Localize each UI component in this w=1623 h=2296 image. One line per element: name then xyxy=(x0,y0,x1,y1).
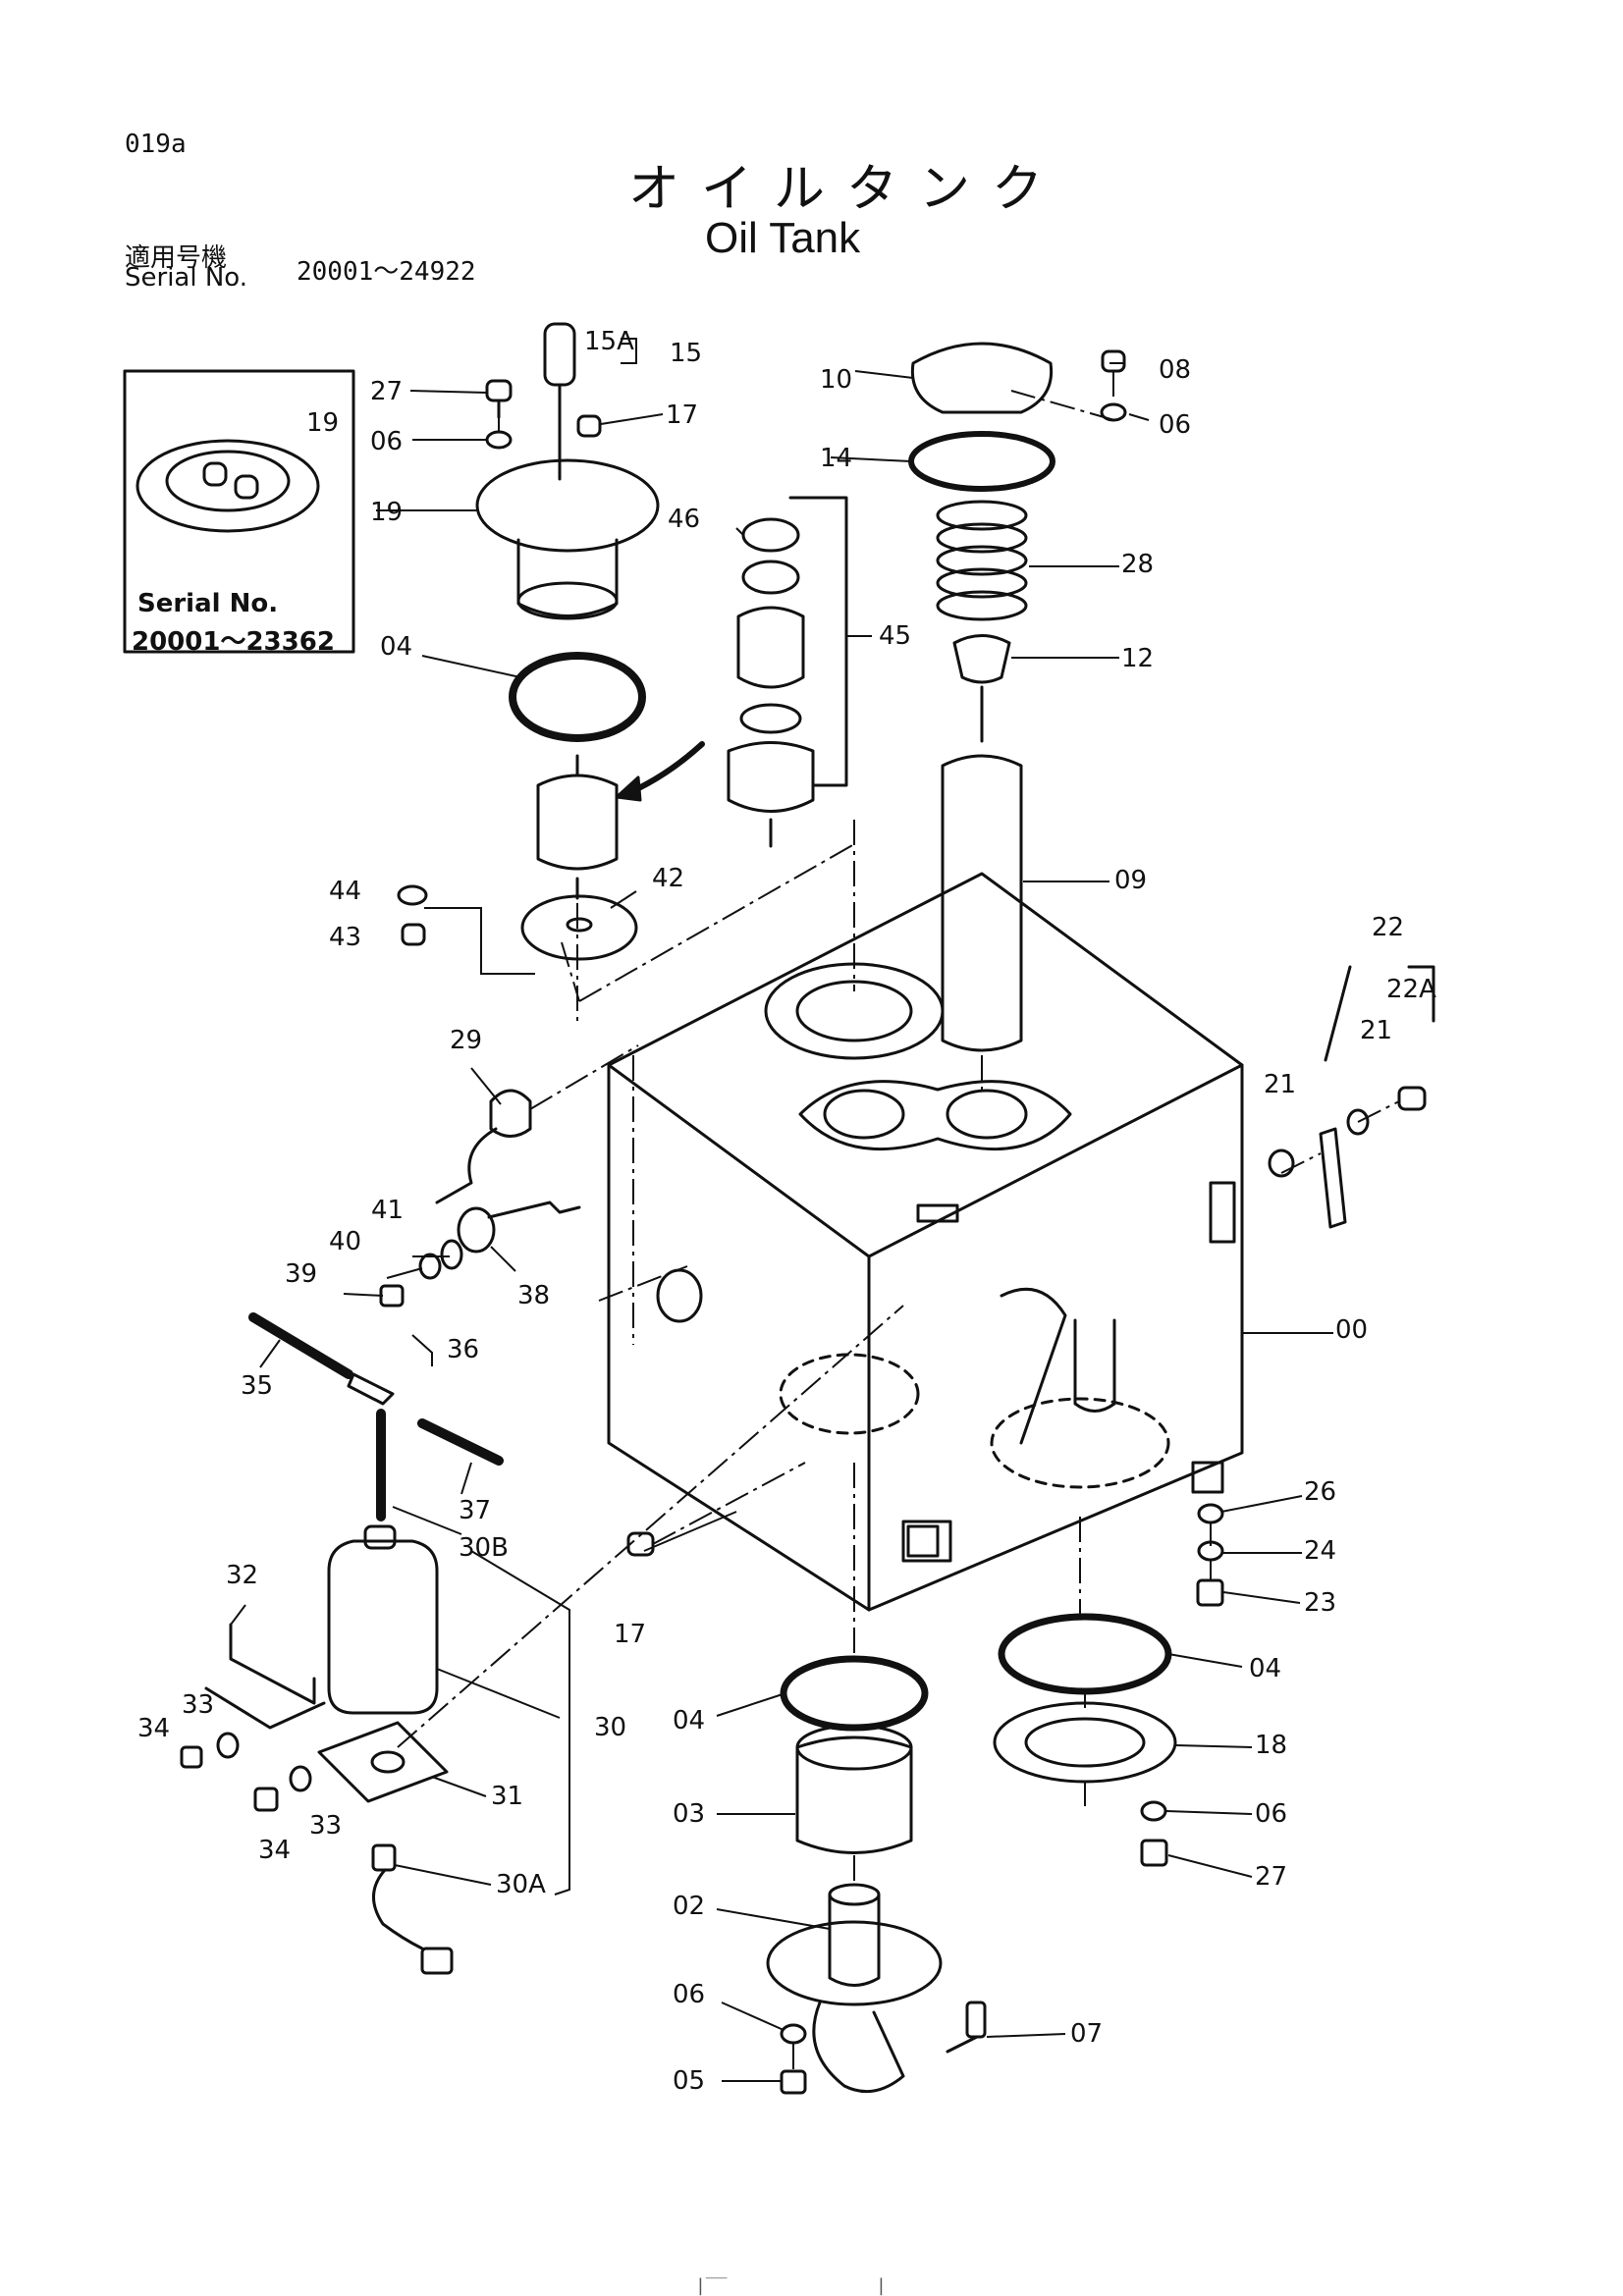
part-label: 27 xyxy=(1255,1862,1288,1892)
inset-frame xyxy=(123,369,355,654)
part-label: 37 xyxy=(459,1496,492,1525)
part-label: 21 xyxy=(1264,1070,1297,1099)
part-label: 30 xyxy=(594,1713,627,1742)
part-label: 42 xyxy=(652,864,685,893)
part-label: 35 xyxy=(241,1371,274,1401)
serial-label: Serial No. xyxy=(125,263,247,293)
part-label: 36 xyxy=(447,1335,480,1364)
footer-mark: |‾‾ xyxy=(695,2275,728,2296)
part-label: 02 xyxy=(673,1892,706,1921)
part-label: 06 xyxy=(1159,410,1192,440)
part-label: 34 xyxy=(258,1836,292,1865)
part-label: 29 xyxy=(450,1026,483,1055)
part-label: 40 xyxy=(329,1227,362,1256)
part-label: 22 xyxy=(1372,913,1405,942)
part-label: 30B xyxy=(459,1533,509,1563)
part-label: 05 xyxy=(673,2066,706,2096)
part-label: 04 xyxy=(1249,1654,1282,1683)
serial-label-japanese: 適用号機 xyxy=(125,243,228,273)
part-label: 08 xyxy=(1159,355,1192,385)
part-label: 06 xyxy=(1255,1799,1288,1829)
part-label: 19 xyxy=(370,498,404,527)
part-label: 18 xyxy=(1255,1731,1288,1760)
part-label: 39 xyxy=(285,1259,318,1289)
part-label: 12 xyxy=(1121,644,1155,673)
footer-mark: | xyxy=(876,2275,887,2296)
part-label: 17 xyxy=(614,1620,647,1649)
part-label: 06 xyxy=(673,1980,706,2009)
part-label: 07 xyxy=(1070,2019,1104,2049)
part-label: 31 xyxy=(491,1782,524,1811)
serial-range: 20001～24922 xyxy=(297,257,476,287)
part-label: 04 xyxy=(673,1706,706,1735)
part-label: 44 xyxy=(329,877,362,906)
part-label: 28 xyxy=(1121,550,1155,579)
part-label: 33 xyxy=(182,1690,215,1720)
inset-serial-label: Serial No. xyxy=(137,589,279,618)
part-label: 27 xyxy=(370,377,404,406)
part-label: 43 xyxy=(329,923,362,952)
part-label: 04 xyxy=(380,632,413,662)
part-label: 22A xyxy=(1386,975,1436,1004)
part-label: 19 xyxy=(306,408,340,438)
part-label: 26 xyxy=(1304,1477,1337,1507)
part-label: 38 xyxy=(517,1281,551,1310)
page-title: Oil Tank xyxy=(705,214,861,262)
part-label: 15A xyxy=(584,327,634,356)
part-label: 15 xyxy=(670,339,703,368)
part-label: 03 xyxy=(673,1799,706,1829)
part-label: 21 xyxy=(1360,1016,1393,1045)
part-label: 09 xyxy=(1114,866,1148,895)
page-code: 019a xyxy=(125,130,187,159)
inset-serial-range: 20001～23362 xyxy=(132,627,335,657)
part-label: 23 xyxy=(1304,1588,1337,1618)
part-label: 45 xyxy=(879,621,912,651)
part-label: 17 xyxy=(666,400,699,430)
part-label: 32 xyxy=(226,1561,259,1590)
part-label: 41 xyxy=(371,1196,405,1225)
part-label: 00 xyxy=(1335,1315,1369,1345)
part-label: 14 xyxy=(820,444,853,473)
part-label: 46 xyxy=(668,505,701,534)
part-label: 10 xyxy=(820,365,853,395)
part-label: 34 xyxy=(137,1714,171,1743)
part-label: 33 xyxy=(309,1811,343,1841)
page-title-japanese: オイルタンク xyxy=(628,160,1065,219)
part-label: 06 xyxy=(370,427,404,456)
part-label: 24 xyxy=(1304,1536,1337,1566)
part-label: 30A xyxy=(496,1870,546,1899)
